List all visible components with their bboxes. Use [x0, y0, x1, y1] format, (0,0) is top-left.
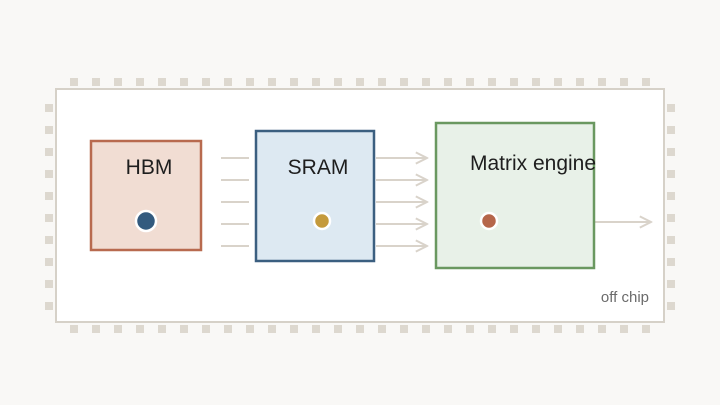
- chip-pin-top: [576, 78, 584, 86]
- chip-pin-left: [45, 280, 53, 288]
- sram-block: [254, 129, 376, 263]
- chip-pin-top: [510, 78, 518, 86]
- chip-pin-bottom: [246, 325, 254, 333]
- chip-pin-bottom: [158, 325, 166, 333]
- chip-pin-left: [45, 258, 53, 266]
- sram-label: SRAM: [288, 156, 349, 179]
- chip-pin-right: [667, 126, 675, 134]
- chip-pin-right: [667, 236, 675, 244]
- chip-pin-top: [356, 78, 364, 86]
- chip-pin-bottom: [114, 325, 122, 333]
- chip-pin-left: [45, 236, 53, 244]
- chip-pin-left: [45, 148, 53, 156]
- chip-pin-bottom: [180, 325, 188, 333]
- chip-pin-right: [667, 148, 675, 156]
- chip-pin-bottom: [422, 325, 430, 333]
- chip-pin-left: [45, 302, 53, 310]
- chip-pin-bottom: [444, 325, 452, 333]
- chip-pin-bottom: [290, 325, 298, 333]
- hbm-label: HBM: [126, 156, 173, 179]
- matrix-engine-label: Matrix engine: [470, 152, 596, 175]
- chip-pin-bottom: [554, 325, 562, 333]
- chip-pin-bottom: [312, 325, 320, 333]
- chip-pin-left: [45, 104, 53, 112]
- chip-pin-bottom: [532, 325, 540, 333]
- chip-pin-bottom: [356, 325, 364, 333]
- matrix-engine-dot: [479, 211, 499, 231]
- chip-pin-bottom: [400, 325, 408, 333]
- chip-pin-top: [202, 78, 210, 86]
- chip-pins: [45, 78, 675, 333]
- chip-pin-top: [92, 78, 100, 86]
- chip-pin-top: [290, 78, 298, 86]
- chip-pin-bottom: [70, 325, 78, 333]
- hbm-dot: [134, 209, 158, 233]
- chip-pin-bottom: [466, 325, 474, 333]
- chip-pin-top: [70, 78, 78, 86]
- chip-pin-top: [400, 78, 408, 86]
- chip-pin-bottom: [620, 325, 628, 333]
- chip-pin-bottom: [642, 325, 650, 333]
- chip-pin-bottom: [202, 325, 210, 333]
- chip-pin-left: [45, 126, 53, 134]
- chip-pin-right: [667, 302, 675, 310]
- off-chip-caption: off chip: [601, 289, 649, 306]
- chip-pin-right: [667, 214, 675, 222]
- chip-pin-bottom: [268, 325, 276, 333]
- chip-pin-top: [598, 78, 606, 86]
- chip-pin-bottom: [598, 325, 606, 333]
- chip-pin-top: [136, 78, 144, 86]
- chip-pin-bottom: [334, 325, 342, 333]
- chip-pin-top: [422, 78, 430, 86]
- chip-pin-top: [554, 78, 562, 86]
- chip-pin-top: [444, 78, 452, 86]
- chip-pin-top: [532, 78, 540, 86]
- chip-pin-top: [488, 78, 496, 86]
- chip-pin-bottom: [136, 325, 144, 333]
- chip-pin-top: [312, 78, 320, 86]
- chip-pin-top: [158, 78, 166, 86]
- chip-pin-right: [667, 104, 675, 112]
- chip-pin-right: [667, 280, 675, 288]
- chip-pin-left: [45, 170, 53, 178]
- chip-pin-top: [268, 78, 276, 86]
- chip-pin-bottom: [378, 325, 386, 333]
- chip-pin-top: [246, 78, 254, 86]
- matrix-engine-block: [434, 121, 596, 270]
- chip-pin-bottom: [224, 325, 232, 333]
- chip-pin-top: [180, 78, 188, 86]
- chip-pin-right: [667, 170, 675, 178]
- chip-pin-top: [378, 78, 386, 86]
- chip-pin-left: [45, 192, 53, 200]
- sram-dot: [312, 211, 332, 231]
- chip-pin-top: [642, 78, 650, 86]
- chip-pin-right: [667, 258, 675, 266]
- chip-pin-right: [667, 192, 675, 200]
- chip-pin-bottom: [488, 325, 496, 333]
- data-flows: [221, 158, 651, 246]
- chip-pin-top: [620, 78, 628, 86]
- chip-pin-top: [334, 78, 342, 86]
- chip-pin-left: [45, 214, 53, 222]
- chip-pin-bottom: [510, 325, 518, 333]
- chip-pin-top: [466, 78, 474, 86]
- chip-pin-top: [114, 78, 122, 86]
- chip-pin-bottom: [92, 325, 100, 333]
- chip-pin-bottom: [576, 325, 584, 333]
- chip-pin-top: [224, 78, 232, 86]
